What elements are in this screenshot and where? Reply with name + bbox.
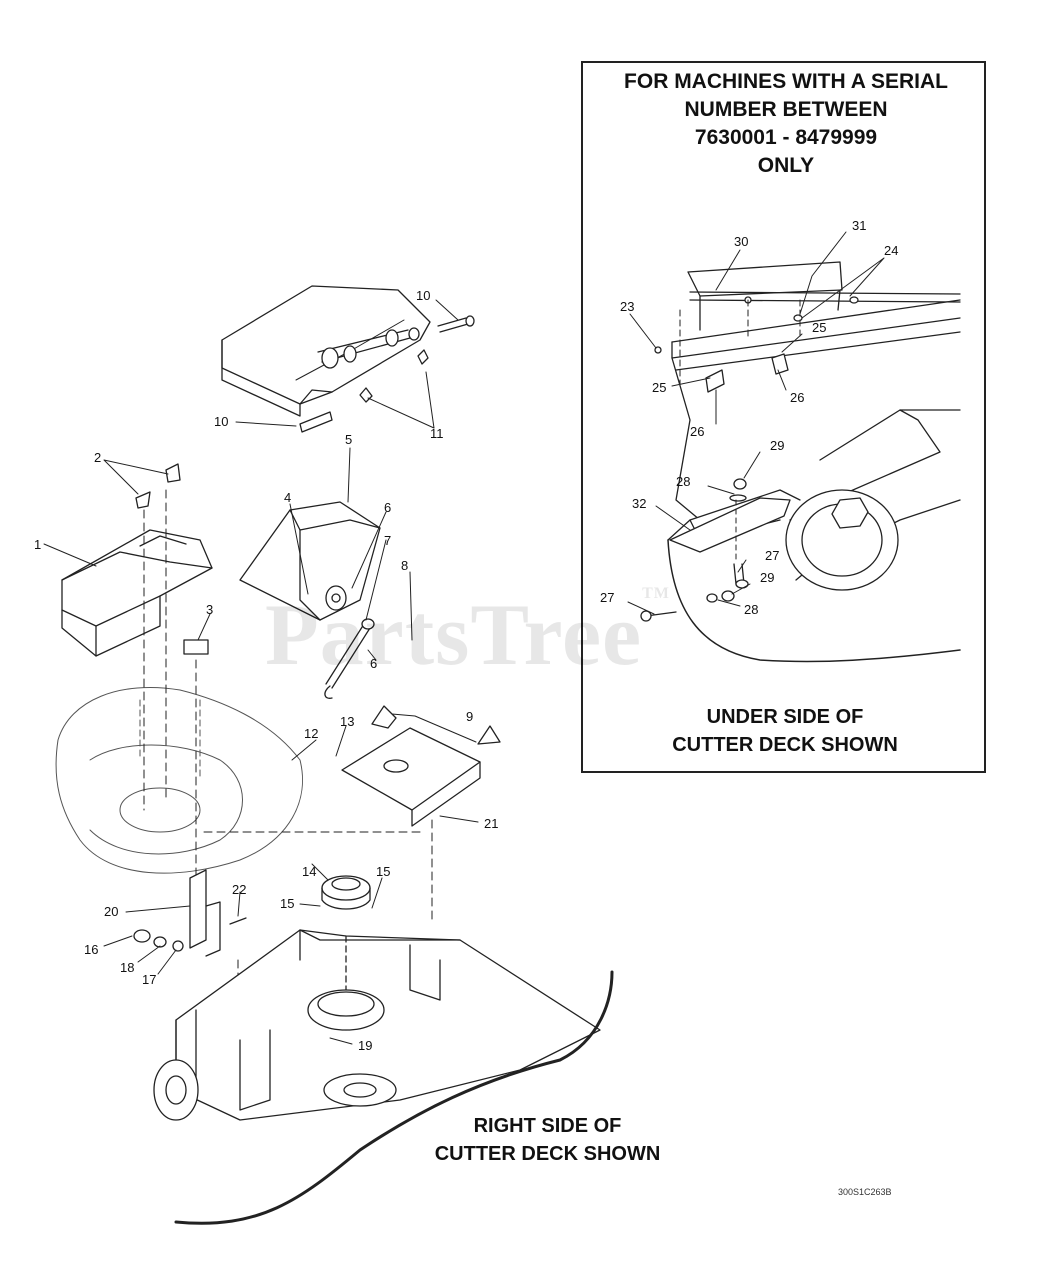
callout-12: 12 [304, 726, 318, 741]
callout-20: 20 [104, 904, 118, 919]
callout-11: 11 [430, 426, 444, 441]
callout-5: 5 [345, 432, 352, 447]
pulley [321, 875, 371, 910]
callout-30: 30 [734, 234, 748, 249]
callout-26a: 26 [790, 390, 804, 405]
callout-19: 19 [358, 1038, 372, 1053]
drawing-code: 300S1C263B [838, 1187, 892, 1197]
callout-13: 13 [340, 714, 354, 729]
callout-2: 2 [94, 450, 101, 465]
knobs [135, 463, 181, 509]
callout-27a: 27 [765, 548, 779, 563]
inset-title-line-4: ONLY [757, 154, 815, 177]
callout-18: 18 [120, 960, 134, 975]
callout-15b: 15 [280, 896, 294, 911]
callout-7: 7 [384, 533, 391, 548]
watermark-text: PartsTree [265, 587, 643, 684]
callout-32: 32 [632, 496, 646, 511]
inset-caption-line-2: CUTTER DECK SHOWN [672, 734, 898, 756]
callout-14: 14 [302, 864, 316, 879]
inset-drawing [627, 231, 961, 663]
inset-caption: UNDER SIDE OF CUTTER DECK SHOWN [640, 703, 930, 759]
callout-8: 8 [401, 558, 408, 573]
callout-29b: 29 [760, 570, 774, 585]
callout-4: 4 [284, 490, 291, 505]
callout-26b: 26 [690, 424, 704, 439]
deflector-cover [221, 285, 431, 417]
callout-24: 24 [884, 243, 898, 258]
callout-23: 23 [620, 299, 634, 314]
callout-10b: 10 [214, 414, 228, 429]
watermark: PartsTreeTM [265, 585, 670, 686]
leader-lines [43, 299, 479, 1045]
decal [183, 639, 209, 655]
inset-title-line-3: 7630001 - 8479999 [694, 126, 878, 149]
engine-outline [55, 686, 303, 874]
cutter-deck [153, 929, 601, 1121]
callout-10a: 10 [416, 288, 430, 303]
hinge-pin [299, 315, 475, 433]
inset-title: FOR MACHINES WITH A SERIAL NUMBER BETWEE… [581, 68, 991, 180]
callout-3: 3 [206, 602, 213, 617]
main-caption: RIGHT SIDE OF CUTTER DECK SHOWN [405, 1112, 690, 1168]
inset-title-line-1: FOR MACHINES WITH A SERIAL [624, 70, 948, 93]
callout-17: 17 [142, 972, 156, 987]
callout-25b: 25 [652, 380, 666, 395]
inset-frame [581, 61, 986, 773]
main-caption-line-1: RIGHT SIDE OF [473, 1115, 622, 1137]
watermark-trademark: TM [642, 585, 670, 602]
callout-21: 21 [484, 816, 498, 831]
callout-22: 22 [232, 882, 246, 897]
callout-9: 9 [466, 709, 473, 724]
idler-bracket [133, 869, 247, 957]
callout-6a: 6 [384, 500, 391, 515]
belt-cover [61, 529, 213, 657]
callouts: 1 2 3 4 5 6 6 7 8 9 10 10 11 12 13 14 15… [34, 218, 898, 1053]
inset-title-line-2: NUMBER BETWEEN [684, 98, 888, 121]
callout-16: 16 [84, 942, 98, 957]
callout-27b: 27 [600, 590, 614, 605]
callout-28b: 28 [744, 602, 758, 617]
callout-15a: 15 [376, 864, 390, 879]
break-line [174, 970, 614, 1225]
callout-25a: 25 [812, 320, 826, 335]
callout-6b: 6 [370, 656, 377, 671]
inset-caption-line-1: UNDER SIDE OF [706, 706, 864, 728]
main-caption-line-2: CUTTER DECK SHOWN [434, 1143, 661, 1165]
callout-31: 31 [852, 218, 866, 233]
callout-1: 1 [34, 537, 41, 552]
callout-28a: 28 [676, 474, 690, 489]
callout-29a: 29 [770, 438, 784, 453]
bracket-plate [341, 705, 501, 827]
spring-rod [324, 618, 375, 699]
